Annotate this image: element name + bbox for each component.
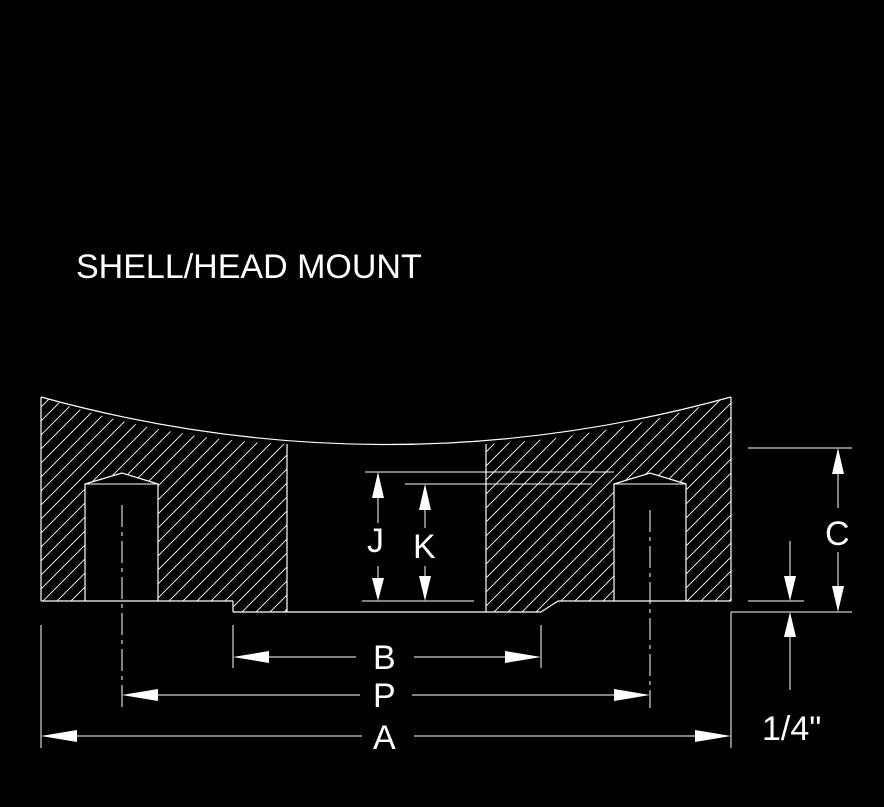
dimension-quarter-inch: 1/4" bbox=[762, 541, 821, 748]
extension-lines bbox=[40, 447, 852, 748]
dimension-label-a: A bbox=[373, 719, 396, 757]
center-lines bbox=[121, 505, 651, 708]
dimension-label-quarter: 1/4" bbox=[762, 710, 821, 748]
dimension-p: P bbox=[122, 677, 650, 715]
dimension-b: B bbox=[233, 639, 541, 677]
drawing-title: SHELL/HEAD MOUNT bbox=[76, 248, 422, 286]
dimension-c: C bbox=[825, 448, 850, 612]
dimension-k: K bbox=[413, 484, 436, 601]
left-section-hatch bbox=[41, 397, 287, 612]
dimension-label-k: K bbox=[413, 528, 436, 566]
dimension-label-j: J bbox=[367, 522, 384, 560]
dimension-j: J bbox=[367, 472, 384, 601]
dimension-label-c: C bbox=[825, 515, 850, 553]
dimension-label-b: B bbox=[373, 639, 396, 677]
dimension-a: A bbox=[41, 719, 731, 757]
part-outline bbox=[40, 396, 732, 613]
right-section-hatch bbox=[486, 397, 731, 612]
dimension-label-p: P bbox=[373, 677, 396, 715]
